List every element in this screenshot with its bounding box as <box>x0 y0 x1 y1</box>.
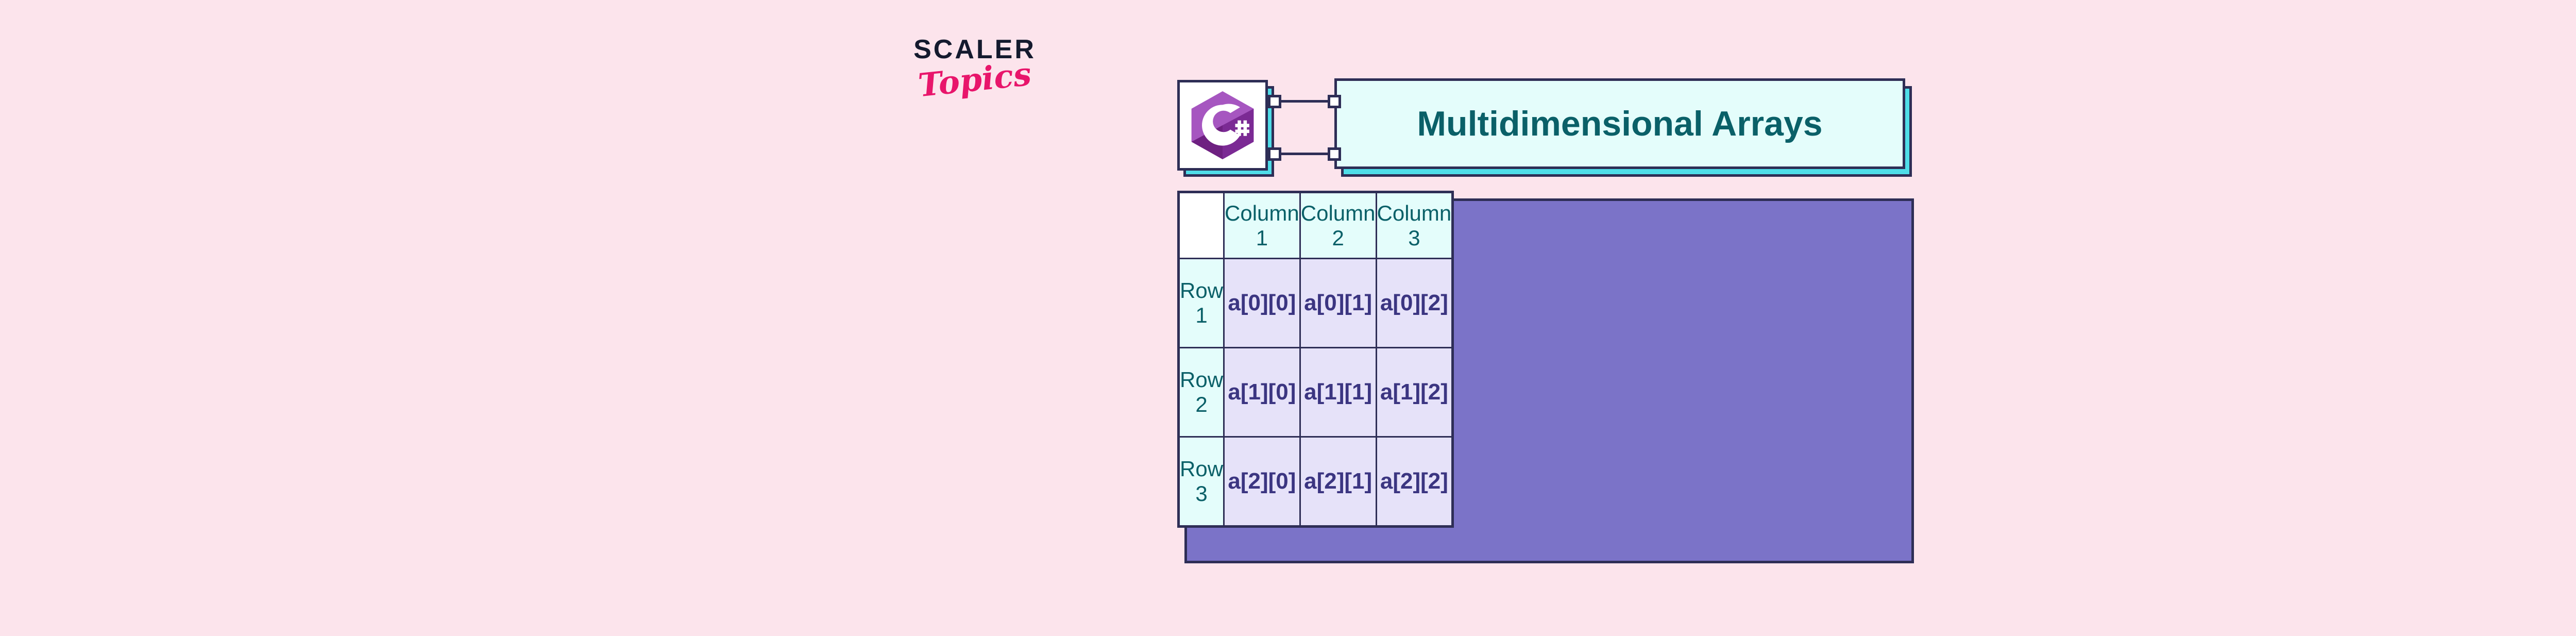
column-header-3: Column 3 <box>1375 191 1454 259</box>
row-header-2: Row 2 <box>1177 347 1225 438</box>
connector-node-top-left <box>1268 95 1281 108</box>
csharp-logo-card <box>1177 80 1268 171</box>
cell-0-0: a[0][0] <box>1223 258 1301 348</box>
table-row: Row 3 a[2][0] a[2][1] a[2][2] <box>1177 436 1454 527</box>
brand-name-scaler: SCALER <box>913 35 1036 64</box>
column-header-2: Column 2 <box>1299 191 1377 259</box>
cell-2-0: a[2][0] <box>1223 436 1301 527</box>
connector-line-bottom <box>1279 153 1341 155</box>
connector-node-bottom-right <box>1328 147 1341 161</box>
table-header-row: Column 1 Column 2 Column 3 <box>1177 191 1454 259</box>
connector-line-top <box>1279 100 1341 103</box>
scaler-topics-logo: SCALER Topics <box>892 36 1057 119</box>
csharp-logo-icon <box>1191 91 1254 160</box>
row-header-3: Row 3 <box>1177 436 1225 527</box>
cell-0-1: a[0][1] <box>1299 258 1377 348</box>
connector-node-bottom-left <box>1268 147 1281 161</box>
page-title: Multidimensional Arrays <box>1417 104 1823 143</box>
connector-node-top-right <box>1328 95 1341 108</box>
column-header-1: Column 1 <box>1223 191 1301 259</box>
cell-1-0: a[1][0] <box>1223 347 1301 438</box>
cell-2-2: a[2][2] <box>1375 436 1454 527</box>
cell-1-1: a[1][1] <box>1299 347 1377 438</box>
cell-0-2: a[0][2] <box>1375 258 1454 348</box>
cell-2-1: a[2][1] <box>1299 436 1377 527</box>
array-table: Column 1 Column 2 Column 3 Row 1 a[0][0]… <box>1177 191 1454 528</box>
title-banner: Multidimensional Arrays <box>1334 78 1905 169</box>
table-row: Row 1 a[0][0] a[0][1] a[0][2] <box>1177 258 1454 348</box>
table-corner-cell <box>1177 191 1225 259</box>
table-row: Row 2 a[1][0] a[1][1] a[1][2] <box>1177 347 1454 438</box>
row-header-1: Row 1 <box>1177 258 1225 348</box>
cell-1-2: a[1][2] <box>1375 347 1454 438</box>
